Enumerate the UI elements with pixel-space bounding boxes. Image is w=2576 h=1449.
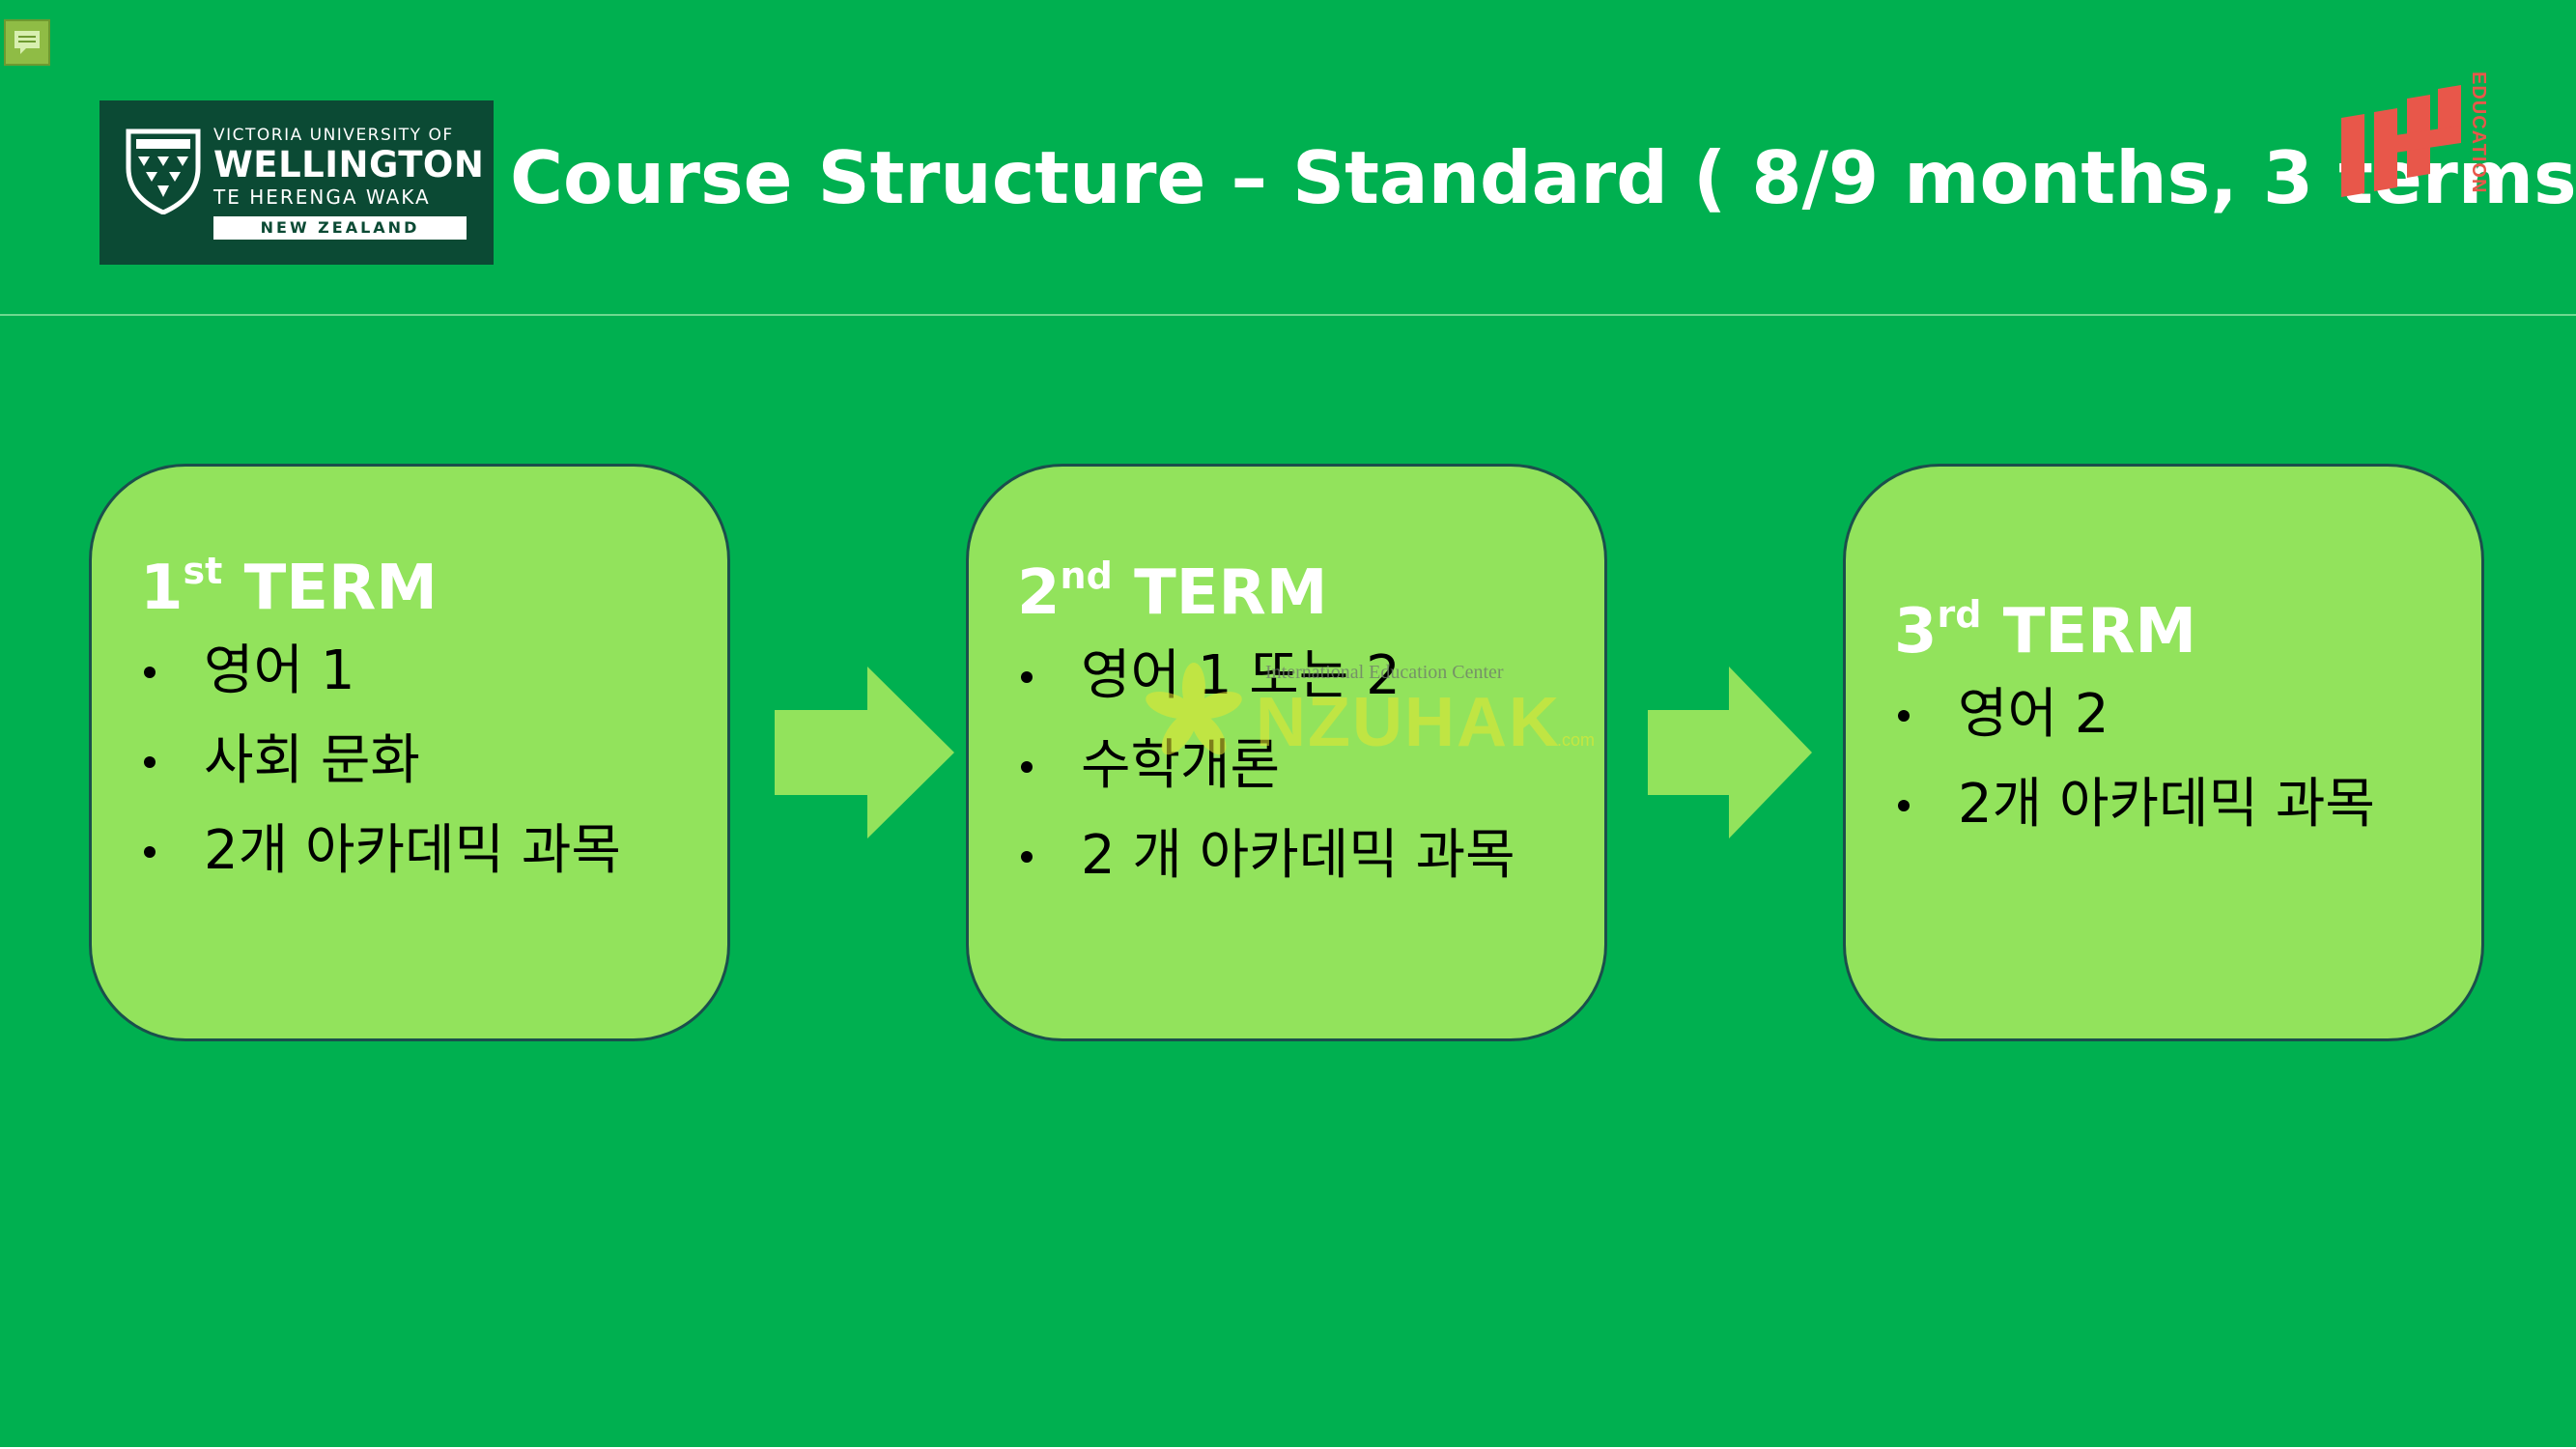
term-list-3: 영어 2 2개 아카데믹 과목 <box>1894 669 2375 849</box>
list-item: 2 개 아카데믹 과목 <box>1017 810 1515 900</box>
term-box-3: 3rd TERM 영어 2 2개 아카데믹 과목 <box>1843 464 2484 1041</box>
list-item: 영어 1 <box>140 626 621 716</box>
logo-line4: NEW ZEALAND <box>213 216 467 240</box>
term-title-3: 3rd TERM <box>1894 593 2197 668</box>
education-logo: EDUCATION <box>2337 70 2502 209</box>
right-arrow-icon <box>775 667 954 838</box>
term-list-2: 영어 1 또는 2 수학개론 2 개 아카데믹 과목 <box>1017 631 1515 900</box>
term-box-1: 1st TERM 영어 1 사회 문화 2개 아카데믹 과목 <box>89 464 730 1041</box>
watermark-suffix: .com <box>1557 730 1595 750</box>
list-item: 영어 2 <box>1894 669 2375 759</box>
term-title-1: 1st TERM <box>140 550 438 624</box>
term-title-2: 2nd TERM <box>1017 554 1328 629</box>
term-box-2: 2nd TERM 영어 1 또는 2 수학개론 2 개 아카데믹 과목 <box>966 464 1607 1041</box>
logo-line3: TE HERENGA WAKA <box>213 185 431 209</box>
header-divider <box>0 314 2576 316</box>
list-item: 사회 문화 <box>140 716 621 806</box>
logo-line1: VICTORIA UNIVERSITY OF <box>213 126 454 145</box>
list-item: 2개 아카데믹 과목 <box>1894 759 2375 849</box>
watermark: International Education Center NZUHAK .c… <box>1146 662 1595 761</box>
page-title: Course Structure – Standard ( 8/9 months… <box>510 135 2576 220</box>
right-arrow-icon <box>1648 667 1812 838</box>
university-logo: VICTORIA UNIVERSITY OF WELLINGTON TE HER… <box>99 100 494 265</box>
shield-crest-icon <box>126 128 201 214</box>
education-logo-text: EDUCATION <box>2468 71 2489 193</box>
watermark-subtitle: International Education Center <box>1265 662 1504 683</box>
comment-icon[interactable] <box>4 19 50 66</box>
watermark-brand: NZUHAK <box>1256 684 1561 761</box>
term-list-1: 영어 1 사회 문화 2개 아카데믹 과목 <box>140 626 621 895</box>
logo-line2: WELLINGTON <box>213 144 485 185</box>
list-item: 2개 아카데믹 과목 <box>140 806 621 895</box>
